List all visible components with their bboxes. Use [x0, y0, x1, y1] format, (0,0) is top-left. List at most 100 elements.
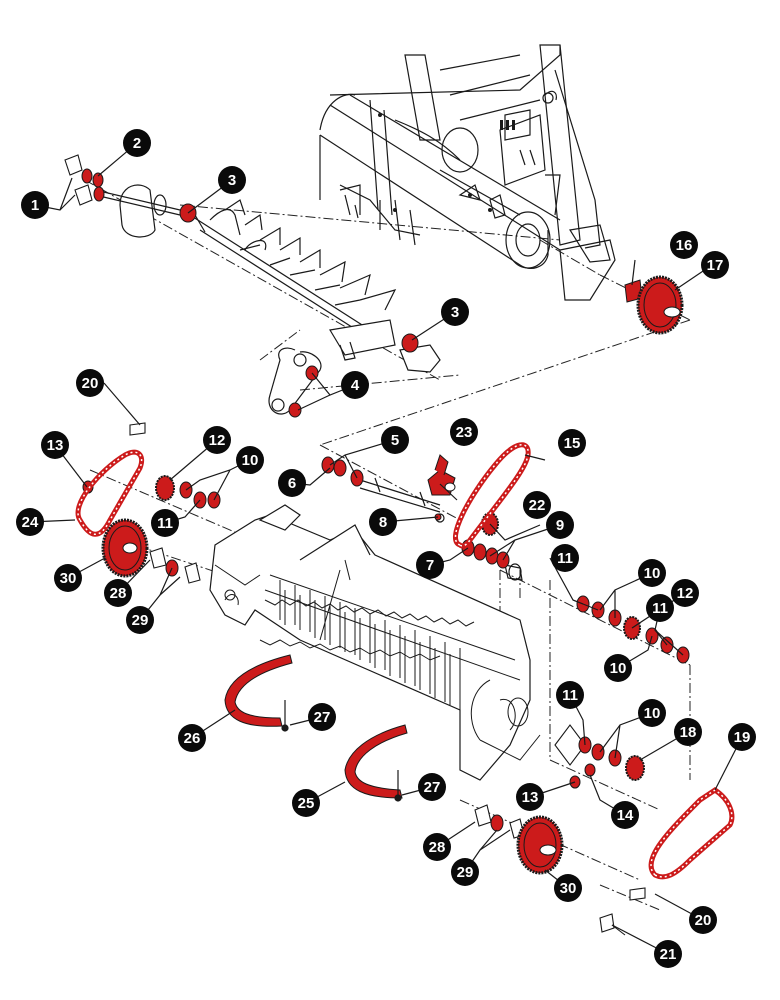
guard-25	[344, 724, 408, 799]
callout-22-label: 22	[529, 497, 546, 514]
callout-29-right-label: 29	[457, 864, 474, 881]
guard-26	[224, 654, 293, 727]
rotor-assembly	[94, 184, 441, 415]
callout-20-right-label: 20	[695, 912, 712, 929]
callout-25: 25	[292, 789, 320, 817]
callout-12-left-label: 12	[209, 432, 226, 449]
callout-26: 26	[178, 724, 206, 752]
callout-18-label: 18	[680, 724, 697, 741]
callout-4: 4	[341, 371, 369, 399]
assembly-lines	[84, 179, 691, 911]
callout-19: 19	[728, 723, 756, 751]
callout-8: 8	[369, 508, 397, 536]
callout-10-lower: 10	[638, 699, 666, 727]
sprocket-18	[625, 755, 645, 781]
callout-10-right-upper-label: 10	[644, 565, 661, 582]
callout-14: 14	[611, 801, 639, 829]
callout-11-right-mid: 11	[646, 594, 674, 622]
callout-15: 15	[558, 429, 586, 457]
sprocket-30-right	[516, 815, 564, 875]
callout-11-right-mid-label: 11	[652, 600, 668, 617]
sprocket-17	[636, 275, 684, 335]
callout-10-right-mid-label: 10	[610, 660, 627, 677]
frame-details	[378, 113, 515, 212]
callout-28-right: 28	[423, 833, 451, 861]
drive-shaft	[359, 477, 523, 581]
callout-26-label: 26	[184, 730, 201, 747]
callout-16: 16	[670, 231, 698, 259]
callout-10-left-label: 10	[242, 452, 259, 469]
callout-7: 7	[416, 551, 444, 579]
callout-4-label: 4	[351, 377, 360, 394]
callout-21: 21	[654, 940, 682, 968]
callout-30-right: 30	[554, 874, 582, 902]
callout-30-left: 30	[54, 564, 82, 592]
callout-8-label: 8	[379, 514, 387, 531]
callout-14-label: 14	[617, 807, 634, 824]
guard-bolts	[281, 700, 402, 802]
callout-28-left: 28	[104, 579, 132, 607]
callout-27-upper-label: 27	[314, 709, 331, 726]
callout-17-label: 17	[707, 257, 724, 274]
callout-1-label: 1	[31, 197, 39, 214]
callout-5: 5	[381, 426, 409, 454]
callout-3-top-label: 3	[228, 172, 236, 189]
callout-23-label: 23	[456, 424, 473, 441]
callout-22: 22	[523, 491, 551, 519]
callout-10-left: 10	[236, 446, 264, 474]
callout-20-right: 20	[689, 906, 717, 934]
callout-21-label: 21	[660, 946, 677, 963]
callout-28-right-label: 28	[429, 839, 446, 856]
baler-frame-assembly	[319, 44, 616, 301]
sprocket-30-left	[101, 518, 149, 578]
callout-1: 1	[21, 191, 49, 219]
callout-12-right: 12	[671, 579, 699, 607]
callout-3-top: 3	[218, 166, 246, 194]
callout-29-left: 29	[126, 606, 154, 634]
chain-links	[77, 444, 733, 878]
callout-29-right: 29	[451, 858, 479, 886]
callout-30-left-label: 30	[60, 570, 77, 587]
callout-6: 6	[278, 469, 306, 497]
callout-25-label: 25	[298, 795, 315, 812]
callout-10-right-upper: 10	[638, 559, 666, 587]
callout-10-right-mid: 10	[604, 654, 632, 682]
callout-27-upper: 27	[308, 703, 336, 731]
callout-2: 2	[123, 129, 151, 157]
callout-27-lower: 27	[418, 773, 446, 801]
callout-9-label: 9	[556, 517, 564, 534]
callout-6-label: 6	[288, 475, 296, 492]
callout-20-left-label: 20	[82, 375, 99, 392]
callout-30-right-label: 30	[560, 880, 577, 897]
callout-29-left-label: 29	[132, 612, 149, 629]
chain-tensioner-23	[427, 454, 456, 496]
callout-3-lower-label: 3	[451, 304, 459, 321]
sprocket-12-left	[155, 475, 175, 501]
callout-11-left-label: 11	[157, 515, 173, 532]
callout-16-label: 16	[676, 237, 693, 254]
chain-guards	[224, 654, 408, 799]
callout-17: 17	[701, 251, 729, 279]
housing-details	[214, 559, 541, 761]
callout-11-right-upper: 11	[551, 544, 579, 572]
callout-13-left: 13	[41, 431, 69, 459]
callout-11-lower: 11	[556, 681, 584, 709]
callout-11-right-upper-label: 11	[557, 550, 573, 567]
leader-lines	[29, 142, 743, 955]
highlighted-parts	[81, 168, 690, 832]
callout-28-left-label: 28	[110, 585, 127, 602]
callout-24: 24	[16, 508, 44, 536]
callout-12-left: 12	[203, 426, 231, 454]
callout-18: 18	[674, 718, 702, 746]
callout-2-label: 2	[133, 135, 141, 152]
callout-3-lower: 3	[441, 298, 469, 326]
callout-23: 23	[450, 418, 478, 446]
callout-20-left: 20	[76, 369, 104, 397]
callout-7-label: 7	[426, 557, 434, 574]
sprockets	[101, 275, 684, 875]
callout-10-lower-label: 10	[644, 705, 661, 722]
callout-13-right: 13	[516, 783, 544, 811]
callout-12-right-label: 12	[677, 585, 694, 602]
callout-13-right-label: 13	[522, 789, 539, 806]
